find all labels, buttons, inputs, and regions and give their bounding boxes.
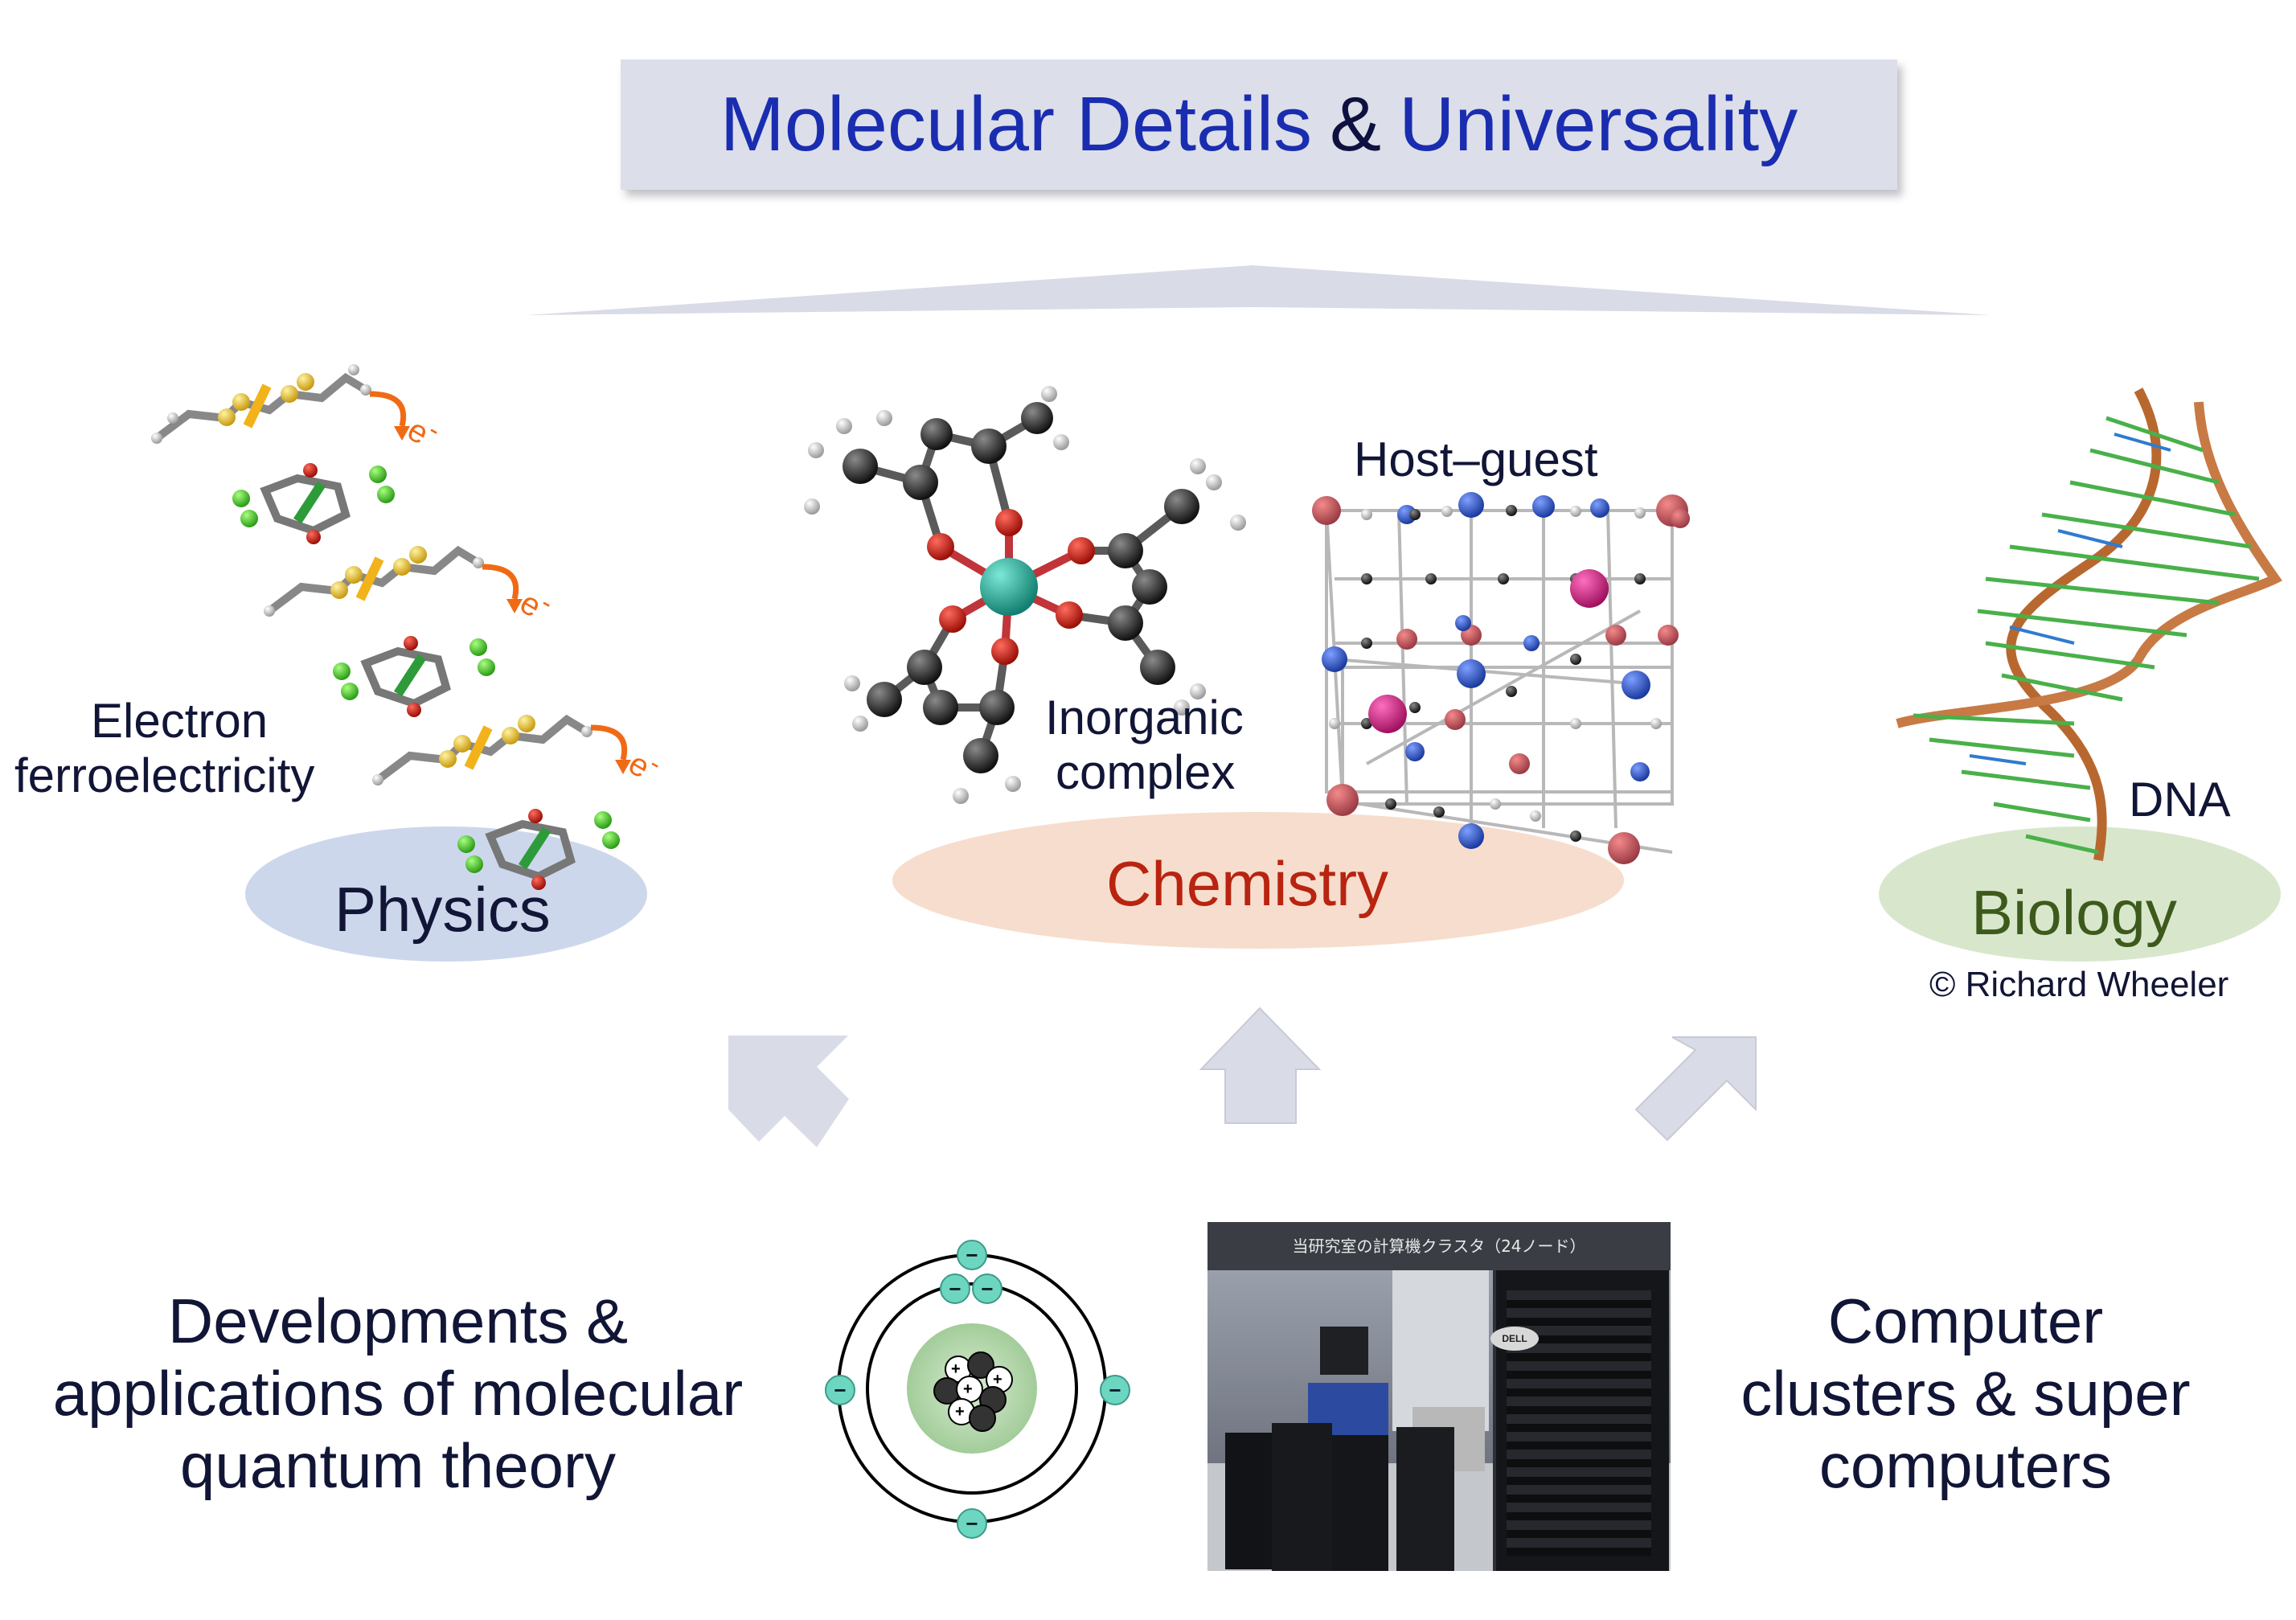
photo-caption: 当研究室の計算機クラスタ（24ノード） (1292, 1237, 1586, 1256)
computer-cluster-photo: DELL 当研究室の計算機クラスタ（24ノード） (1207, 1222, 1671, 1571)
methods-caption: Developments & applications of molecular… (0, 1285, 796, 1502)
proton-sign: + (955, 1403, 965, 1421)
electron-marker: − (957, 1508, 987, 1539)
computing-line-1: Computer (1827, 1286, 2104, 1356)
electron-marker: − (940, 1273, 970, 1304)
inorganic-complex-model (804, 386, 1246, 804)
label-inorganic: Inorganic (1045, 691, 1244, 744)
proton-sign: + (951, 1360, 961, 1378)
arrow-up-left (728, 1036, 849, 1147)
label-chemistry: Chemistry (1106, 848, 1389, 919)
guest-atom (1368, 695, 1407, 733)
biology-ellipse (1879, 826, 2281, 962)
title-part2: Universality (1399, 81, 1798, 167)
methods-line-3: quantum theory (179, 1430, 616, 1501)
physics-ellipse (245, 826, 647, 962)
proton-sign: + (963, 1380, 973, 1398)
label-electron: Electron (91, 694, 269, 748)
electron-marker: − (972, 1273, 1002, 1304)
title-part1: Molecular Details (720, 81, 1313, 167)
title-ampersand: & (1330, 81, 1382, 167)
electron-marker: − (957, 1240, 987, 1270)
host-guest-cage-model (1312, 492, 1690, 864)
image-credit: © Richard Wheeler (1929, 965, 2229, 1004)
label-complex: complex (1056, 745, 1236, 799)
computing-line-2: clusters & super (1740, 1358, 2191, 1429)
label-dna: DNA (2129, 773, 2231, 826)
methods-line-1: Developments & (167, 1286, 629, 1356)
label-physics: Physics (334, 874, 551, 945)
electron-marker: − (1100, 1375, 1130, 1405)
computing-caption: Computer clusters & super computers (1704, 1285, 2227, 1502)
label-ferroelectricity: ferroelectricity (14, 748, 315, 802)
guest-atom (1570, 569, 1609, 608)
dna-model (1896, 388, 2282, 861)
roof-shape (527, 265, 1991, 315)
arrow-up (1199, 1007, 1322, 1124)
title-banner: Molecular Details & Universality (621, 59, 1897, 190)
electron-marker: − (825, 1375, 855, 1405)
computing-line-3: computers (1818, 1430, 2113, 1501)
arrow-up-right (1634, 1036, 1757, 1142)
label-host-guest: Host–guest (1354, 433, 1598, 486)
proton-sign: + (993, 1371, 1002, 1388)
physics-molecular-stack (151, 364, 631, 890)
dell-logo: DELL (1490, 1327, 1539, 1351)
label-biology: Biology (1971, 877, 2177, 948)
methods-line-2: applications of molecular (52, 1358, 744, 1429)
chemistry-ellipse (892, 812, 1624, 949)
